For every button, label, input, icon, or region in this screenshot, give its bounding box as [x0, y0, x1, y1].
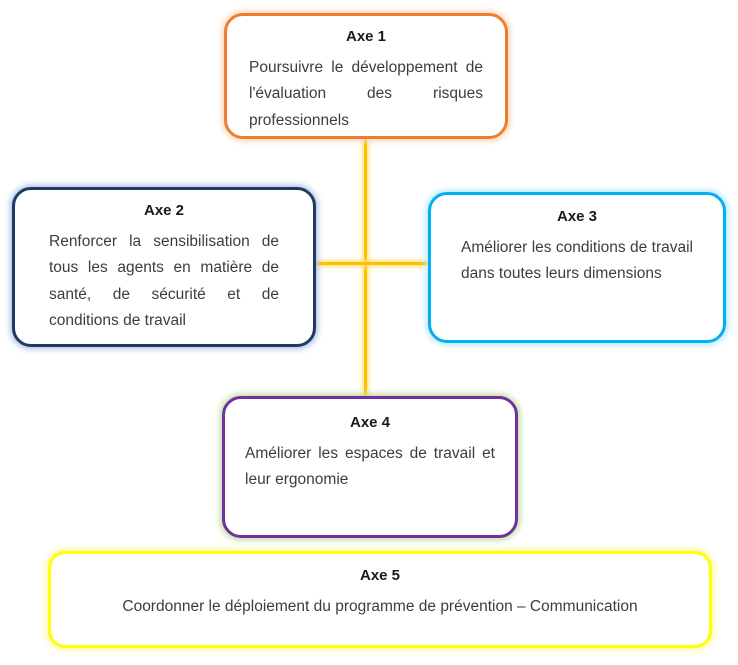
axe1-title: Axe 1 [345, 28, 387, 45]
axe1-body: Poursuivre le développement de l'évaluat… [249, 59, 483, 129]
axe1-box: Axe 1 Poursuivre le développement de l'é… [224, 13, 508, 139]
axe2-box: Axe 2 Renforcer la sensibilisation de to… [12, 187, 316, 347]
axe4-title: Axe 4 [349, 414, 391, 431]
axe5-body: Coordonner le déploiement du programme d… [122, 598, 638, 615]
axe2-title: Axe 2 [143, 202, 185, 219]
axe4-box: Axe 4 Améliorer les espaces de travail e… [222, 396, 518, 538]
connector-axe1-axe4 [364, 139, 367, 397]
axe4-body: Améliorer les espaces de travail et leur… [245, 445, 495, 489]
axe5-box: Axe 5 Coordonner le déploiement du progr… [48, 551, 712, 648]
axe5-title: Axe 5 [359, 567, 401, 584]
axe2-body: Renforcer la sensibilisation de tous les… [49, 233, 279, 330]
axe3-title: Axe 3 [556, 208, 598, 225]
axe3-box: Axe 3 Améliorer les conditions de travai… [428, 192, 726, 343]
connector-axe2-axe3 [316, 262, 428, 265]
axe3-body: Améliorer les conditions de travail dans… [461, 239, 693, 283]
